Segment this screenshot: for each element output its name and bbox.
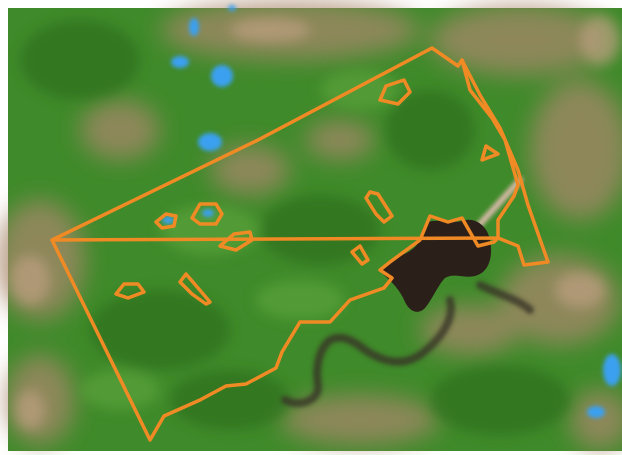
soil-patch [430,5,610,75]
light-vegetation [80,370,160,410]
soil-patch [80,100,160,160]
soil-highlight [15,390,45,430]
pond [228,5,236,11]
sub-area-boundary[interactable] [114,282,146,300]
light-vegetation [320,70,400,110]
dense-vegetation [430,365,570,435]
soil-patch [530,80,622,220]
sub-area-boundary[interactable] [218,230,254,252]
sub-area-boundary[interactable] [190,202,224,226]
soil-patch [280,395,440,445]
water-bodies [162,5,621,418]
dense-vegetation [385,90,475,170]
soil-patch [570,390,622,450]
soil-highlight [555,272,605,308]
soil-patch [210,145,290,195]
light-vegetation [255,280,345,320]
pond [198,133,222,151]
dense-vegetation [170,370,290,430]
light-vegetation [160,205,260,255]
boundary-overlay[interactable] [50,46,550,442]
pond [603,354,621,386]
pond [171,56,189,68]
sub-area-boundary[interactable] [364,190,394,224]
burned-area [382,219,492,312]
dense-vegetation [90,290,230,370]
pond [211,65,233,87]
soil-patch [305,120,375,160]
soil-highlight [230,18,310,42]
vegetation-texture [20,20,570,435]
outer-boundary[interactable] [50,46,550,442]
soil-highlight [580,15,620,65]
pond [162,216,174,224]
dense-vegetation [260,195,380,265]
pond [202,209,214,217]
river-channel [281,281,534,408]
dense-vegetation [20,20,140,100]
soil-patch [420,305,520,355]
sub-area-boundary[interactable] [378,78,412,106]
pond [587,406,605,418]
soil-highlights [10,15,620,430]
sub-area-boundary[interactable] [480,144,500,162]
soil-highlight [10,255,50,305]
river [281,281,534,408]
sub-area-boundary[interactable] [178,272,212,306]
sub-area-boundary[interactable] [350,244,370,266]
pond [189,18,199,36]
sub-area-boundary[interactable] [154,212,178,230]
